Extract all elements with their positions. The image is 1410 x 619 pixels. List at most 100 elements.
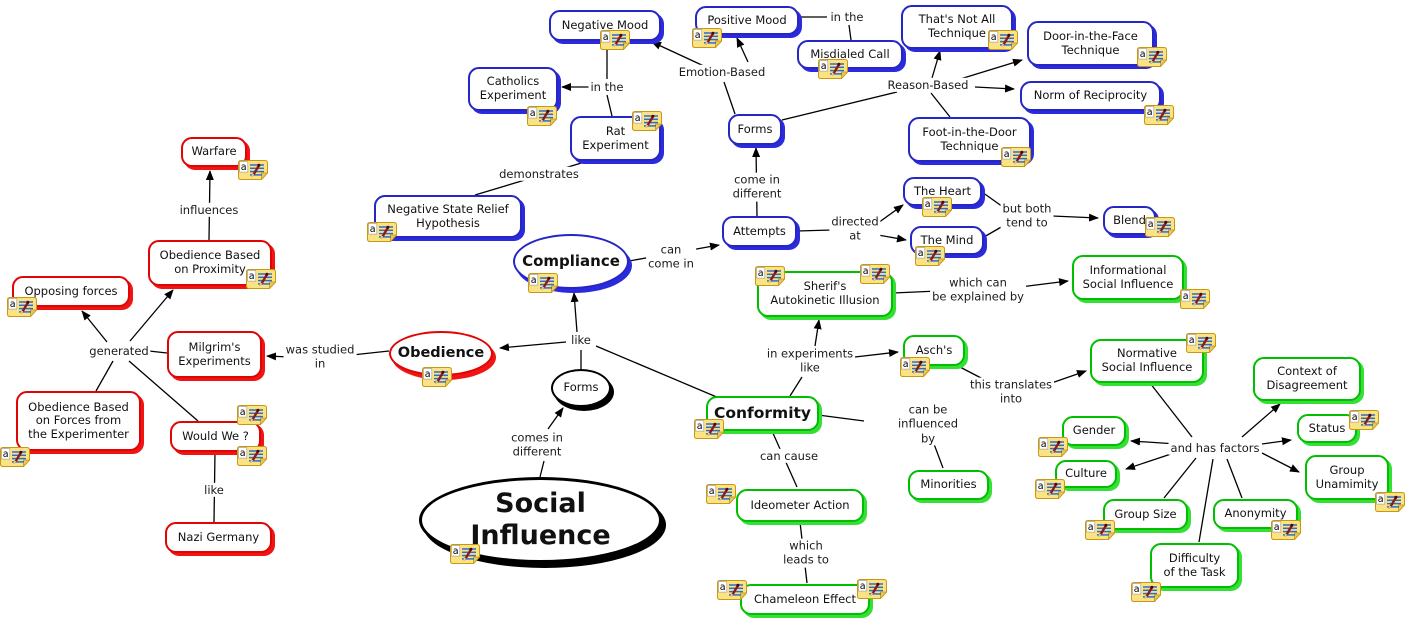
annotation-note-icon: a: [1144, 105, 1174, 125]
node-label: Informational Social Influence: [1082, 262, 1174, 291]
annotation-icon[interactable]: a: [367, 222, 397, 242]
node-obedience-forces[interactable]: Obedience Based on Forces from the Exper…: [16, 391, 141, 451]
annotation-icon[interactable]: a: [238, 160, 268, 180]
annotation-icon[interactable]: a: [1375, 492, 1405, 512]
svg-text:a: a: [453, 546, 459, 557]
node-normative-social-influence[interactable]: Normative Social Influence: [1090, 339, 1204, 383]
node-gender[interactable]: Gender: [1062, 416, 1126, 446]
annotation-icon[interactable]: a: [0, 447, 30, 467]
node-the-mind[interactable]: The Mind: [910, 226, 984, 255]
annotation-icon[interactable]: a: [915, 246, 945, 266]
annotation-icon[interactable]: a: [632, 111, 662, 131]
annotation-icon[interactable]: a: [692, 28, 722, 48]
annotation-icon[interactable]: a: [1035, 479, 1065, 499]
node-door-in-the-face[interactable]: Door-in-the-Face Technique: [1027, 21, 1154, 66]
annotation-icon[interactable]: a: [706, 484, 736, 504]
node-attempts[interactable]: Attempts: [722, 216, 797, 247]
annotation-icon[interactable]: a: [237, 405, 267, 425]
annotation-icon[interactable]: a: [527, 106, 557, 126]
annotation-icon[interactable]: a: [1038, 437, 1068, 457]
annotation-icon[interactable]: a: [1001, 147, 1031, 167]
link-label-demonstrates: demonstrates: [497, 166, 581, 182]
node-label: Rat Experiment: [582, 123, 649, 152]
annotation-icon[interactable]: a: [1271, 520, 1301, 540]
annotation-icon[interactable]: a: [1180, 289, 1210, 309]
annotation-icon[interactable]: a: [988, 30, 1018, 50]
node-forms-blue[interactable]: Forms: [728, 114, 782, 145]
annotation-icon[interactable]: a: [600, 30, 630, 50]
svg-text:a: a: [240, 407, 246, 418]
svg-text:a: a: [1274, 522, 1280, 533]
annotation-note-icon: a: [694, 419, 724, 439]
node-negative-state-relief[interactable]: Negative State Relief Hypothesis: [374, 195, 522, 238]
annotation-icon[interactable]: a: [900, 357, 930, 377]
node-obedience[interactable]: Obedience: [389, 331, 493, 376]
node-rat-experiment[interactable]: Rat Experiment: [570, 116, 661, 161]
node-milgrims-experiments[interactable]: Milgrim's Experiments: [167, 331, 262, 378]
node-context-of-disagreement[interactable]: Context of Disagreement: [1253, 357, 1361, 401]
node-group-size[interactable]: Group Size: [1103, 499, 1188, 530]
annotation-icon[interactable]: a: [1131, 582, 1161, 602]
annotation-icon[interactable]: a: [922, 197, 952, 217]
annotation-icon[interactable]: a: [246, 269, 276, 289]
annotation-icon[interactable]: a: [1144, 105, 1174, 125]
annotation-icon[interactable]: a: [422, 367, 452, 387]
annotation-icon[interactable]: a: [818, 59, 848, 79]
annotation-note-icon: a: [860, 264, 890, 284]
annotation-icon[interactable]: a: [1349, 410, 1379, 430]
annotation-icon[interactable]: a: [1085, 520, 1115, 540]
node-chameleon-effect[interactable]: Chameleon Effect: [740, 584, 870, 615]
annotation-icon[interactable]: a: [1145, 217, 1175, 237]
node-ideometer-action[interactable]: Ideometer Action: [736, 489, 864, 522]
svg-text:a: a: [860, 581, 866, 592]
link-label-but-both-tend-to: but both tend to: [1000, 201, 1054, 231]
annotation-note-icon: a: [450, 544, 480, 564]
annotation-icon[interactable]: a: [717, 580, 747, 600]
annotation-icon[interactable]: a: [450, 544, 480, 564]
annotation-icon[interactable]: a: [694, 419, 724, 439]
node-forms-black[interactable]: Forms: [551, 369, 611, 407]
annotation-note-icon: a: [237, 446, 267, 466]
annotation-icon[interactable]: a: [1186, 333, 1216, 353]
svg-text:a: a: [1088, 522, 1094, 533]
node-difficulty-of-the-task[interactable]: Difficulty of the Task: [1150, 543, 1239, 588]
node-nazi-germany[interactable]: Nazi Germany: [165, 522, 272, 553]
connector-line: [848, 24, 852, 41]
link-label-comes-in-different: comes in different: [509, 430, 565, 460]
connector-line: [595, 345, 720, 399]
svg-text:a: a: [241, 162, 247, 173]
annotation-note-icon: a: [1001, 147, 1031, 167]
annotation-note-icon: a: [988, 30, 1018, 50]
annotation-icon[interactable]: a: [237, 446, 267, 466]
node-misdialed-call[interactable]: Misdialed Call: [797, 40, 903, 69]
node-the-heart[interactable]: The Heart: [903, 177, 982, 206]
annotation-icon[interactable]: a: [860, 264, 890, 284]
node-culture[interactable]: Culture: [1055, 460, 1117, 488]
link-label-in-the-left: in the: [588, 79, 626, 95]
node-norm-of-reciprocity[interactable]: Norm of Reciprocity: [1020, 81, 1161, 111]
annotation-icon[interactable]: a: [755, 266, 785, 286]
node-informational-social-influence[interactable]: Informational Social Influence: [1072, 255, 1184, 300]
svg-text:a: a: [925, 199, 931, 210]
node-label: The Heart: [913, 183, 972, 198]
node-label: Asch's: [915, 342, 953, 357]
node-compliance[interactable]: Compliance: [513, 234, 629, 289]
node-minorities[interactable]: Minorities: [908, 470, 989, 500]
node-group-unamimity[interactable]: Group Unamimity: [1305, 455, 1389, 500]
node-label: Nazi Germany: [177, 529, 260, 544]
annotation-icon[interactable]: a: [1137, 47, 1167, 67]
node-catholics-experiment[interactable]: Catholics Experiment: [468, 67, 558, 111]
node-warfare[interactable]: Warfare: [181, 137, 247, 167]
node-status[interactable]: Status: [1297, 414, 1357, 443]
node-conformity[interactable]: Conformity: [706, 396, 819, 431]
node-label: Group Size: [1114, 506, 1177, 521]
node-foot-in-the-door[interactable]: Foot-in-the-Door Technique: [908, 117, 1031, 162]
node-label: Would We ?: [182, 428, 249, 443]
annotation-icon[interactable]: a: [7, 297, 37, 317]
svg-text:a: a: [758, 268, 764, 279]
annotation-icon[interactable]: a: [528, 273, 558, 293]
annotation-icon[interactable]: a: [857, 579, 887, 599]
annotation-note-icon: a: [717, 580, 747, 600]
node-obedience-proximity[interactable]: Obedience Based on Proximity: [148, 240, 272, 286]
node-label: Negative State Relief Hypothesis: [387, 201, 509, 230]
